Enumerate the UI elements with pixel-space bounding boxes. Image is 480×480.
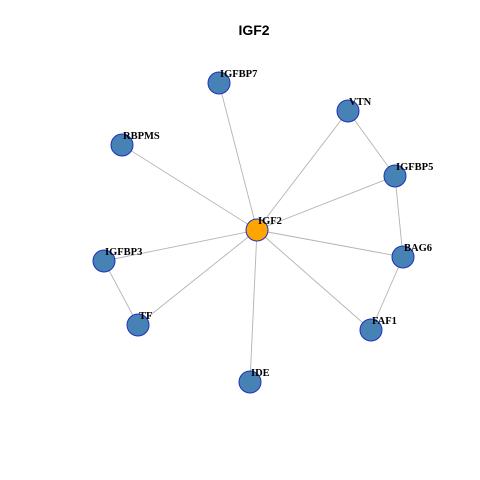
node-faf1[interactable] (359, 318, 383, 342)
node-label-bag6: BAG6 (404, 243, 432, 254)
edges-layer (103, 82, 404, 383)
node-tf[interactable] (126, 313, 150, 337)
edge-igf2-tf (137, 229, 258, 326)
node-label-rbpms: RBPMS (123, 131, 160, 142)
node-label-igfbp3: IGFBP3 (105, 247, 142, 258)
edge-bag6-faf1 (370, 256, 404, 331)
node-label-igfbp7: IGFBP7 (220, 69, 257, 80)
node-label-igf2: IGF2 (258, 216, 282, 227)
edge-igf2-rbpms (121, 144, 258, 231)
node-vtn[interactable] (336, 99, 360, 123)
edge-igf2-igfbp7 (218, 82, 258, 231)
edge-igf2-igfbp3 (103, 229, 258, 262)
edge-igfbp3-tf (103, 260, 139, 326)
edge-igf2-vtn (256, 110, 349, 231)
edge-igfbp5-bag6 (394, 175, 404, 258)
node-igfbp7[interactable] (207, 71, 231, 95)
node-label-igfbp5: IGFBP5 (396, 162, 433, 173)
edge-igf2-ide (249, 229, 258, 383)
edge-igf2-bag6 (256, 229, 404, 258)
nodes-layer (92, 71, 415, 394)
node-label-ide: IDE (251, 368, 270, 379)
node-rbpms[interactable] (110, 133, 134, 157)
edge-igf2-igfbp5 (256, 175, 396, 231)
node-label-tf: TF (139, 311, 152, 322)
node-ide[interactable] (238, 370, 262, 394)
node-igfbp5[interactable] (383, 164, 407, 188)
node-igf2[interactable] (245, 218, 269, 242)
edge-igf2-faf1 (256, 229, 372, 331)
diagram-title: IGF2 (238, 22, 269, 38)
edge-vtn-igfbp5 (347, 110, 396, 177)
node-igfbp3[interactable] (92, 249, 116, 273)
node-label-vtn: VTN (349, 97, 372, 108)
node-label-faf1: FAF1 (372, 316, 397, 327)
node-bag6[interactable] (391, 245, 415, 269)
